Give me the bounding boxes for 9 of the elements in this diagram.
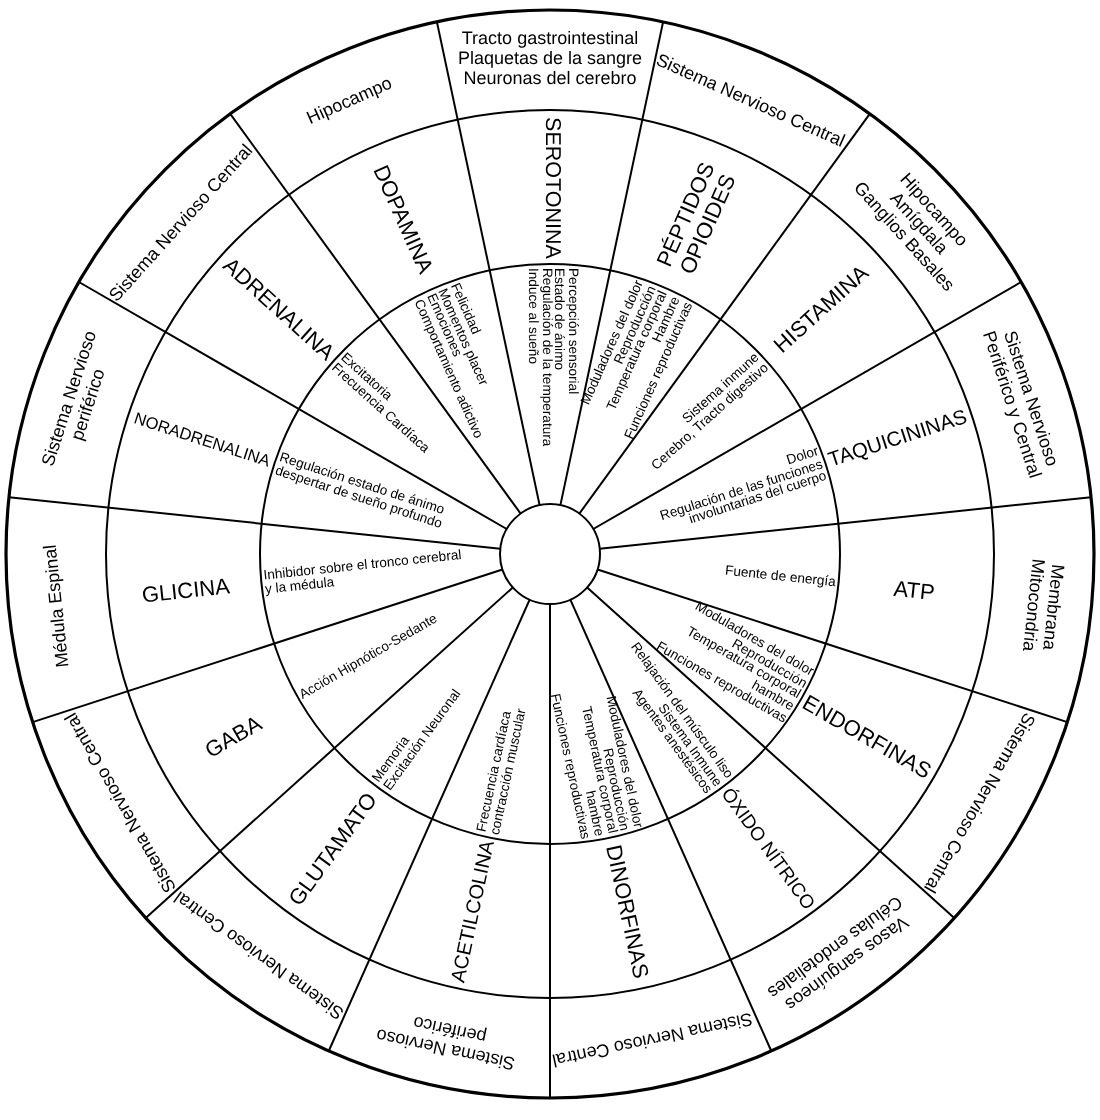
location-text: Tracto gastrointestinal (459, 30, 641, 51)
location-text: Sistema Nervioso Central (549, 1006, 757, 1069)
neurotransmitter-name: GLICINA (138, 573, 233, 612)
location-text: Sistema Nervioso periférico (371, 1009, 518, 1078)
neurotransmitter-name: SEROTONINA (538, 116, 562, 260)
neurotransmitter-name: ATP (890, 576, 938, 611)
location-text: Médula Espinal (38, 541, 76, 673)
location-text: Plaquetas de la sangre (455, 50, 645, 70)
location-text: Neuronas del cerebro (463, 69, 637, 90)
